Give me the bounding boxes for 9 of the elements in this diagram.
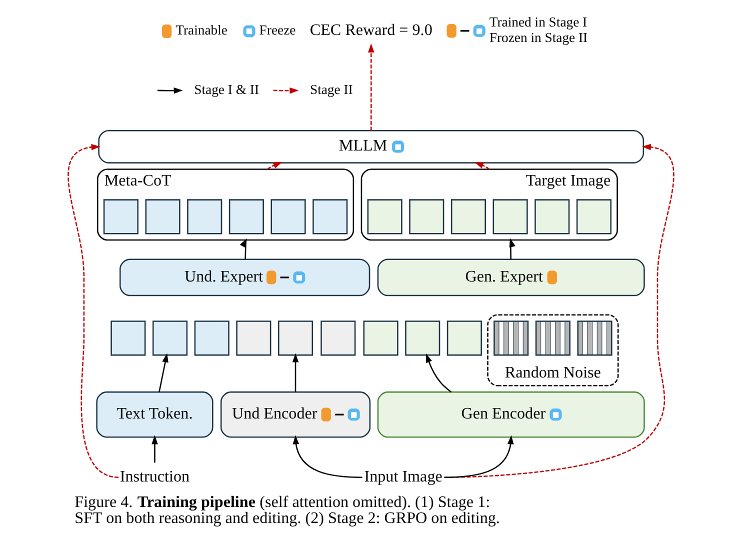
legend-label: Trainable	[175, 22, 227, 38]
legend-label: Stage II	[309, 82, 352, 98]
caption: Figure 4. Training pipeline (self attention omitted). (1) Stage 1: SFT on both reasoning and editing. (2) Stage 2: GRPO on editing.	[74, 494, 500, 528]
node-text: CEC Reward = 9.0	[309, 22, 432, 39]
legend-label: Stage I & II	[194, 82, 259, 98]
legend-label: Freeze	[258, 22, 296, 38]
node-text: Input Image	[364, 468, 442, 486]
legend-label: Trained in Stage I Frozen in Stage II	[488, 14, 588, 45]
node-text: Instruction	[119, 468, 190, 486]
